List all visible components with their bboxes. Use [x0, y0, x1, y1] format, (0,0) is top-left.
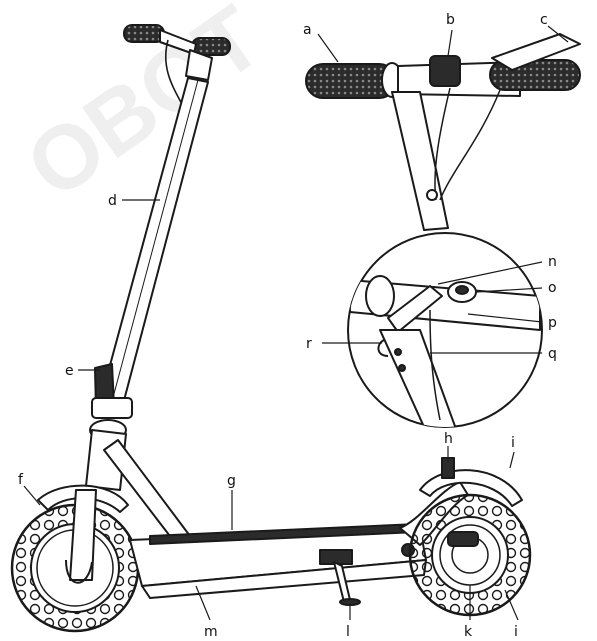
brake-lever — [491, 33, 581, 71]
label-a: a — [303, 22, 312, 38]
label-d: d — [108, 193, 117, 209]
stem-upper — [185, 49, 213, 81]
left-grip — [123, 24, 165, 43]
label-f: f — [18, 472, 24, 488]
label-l: l — [346, 624, 350, 640]
label-p: p — [548, 315, 557, 331]
label-i-bottom: i — [514, 624, 518, 640]
detail-stem — [391, 91, 449, 231]
label-r: r — [306, 336, 312, 352]
rear-caliper — [447, 531, 479, 547]
closeup-lever — [387, 285, 443, 333]
label-k: k — [464, 624, 473, 640]
label-c: c — [540, 12, 548, 28]
throttle-housing — [429, 55, 461, 87]
label-n: n — [548, 254, 557, 270]
label-g: g — [227, 473, 236, 489]
label-m: m — [204, 624, 218, 640]
front-fender — [37, 484, 129, 513]
handlebar-detail — [305, 33, 581, 231]
front-fork — [69, 489, 97, 581]
label-b: b — [446, 12, 455, 28]
scooter — [10, 24, 532, 633]
label-h: h — [444, 431, 453, 447]
leader-lines — [23, 25, 569, 621]
label-e: e — [65, 363, 74, 379]
label-i-top: i — [511, 435, 515, 451]
label-q: q — [548, 346, 557, 362]
closeup-stem — [379, 329, 461, 427]
labels: a b c d e f g h i n o p q r m l k i — [18, 12, 557, 640]
label-o: o — [548, 280, 557, 296]
